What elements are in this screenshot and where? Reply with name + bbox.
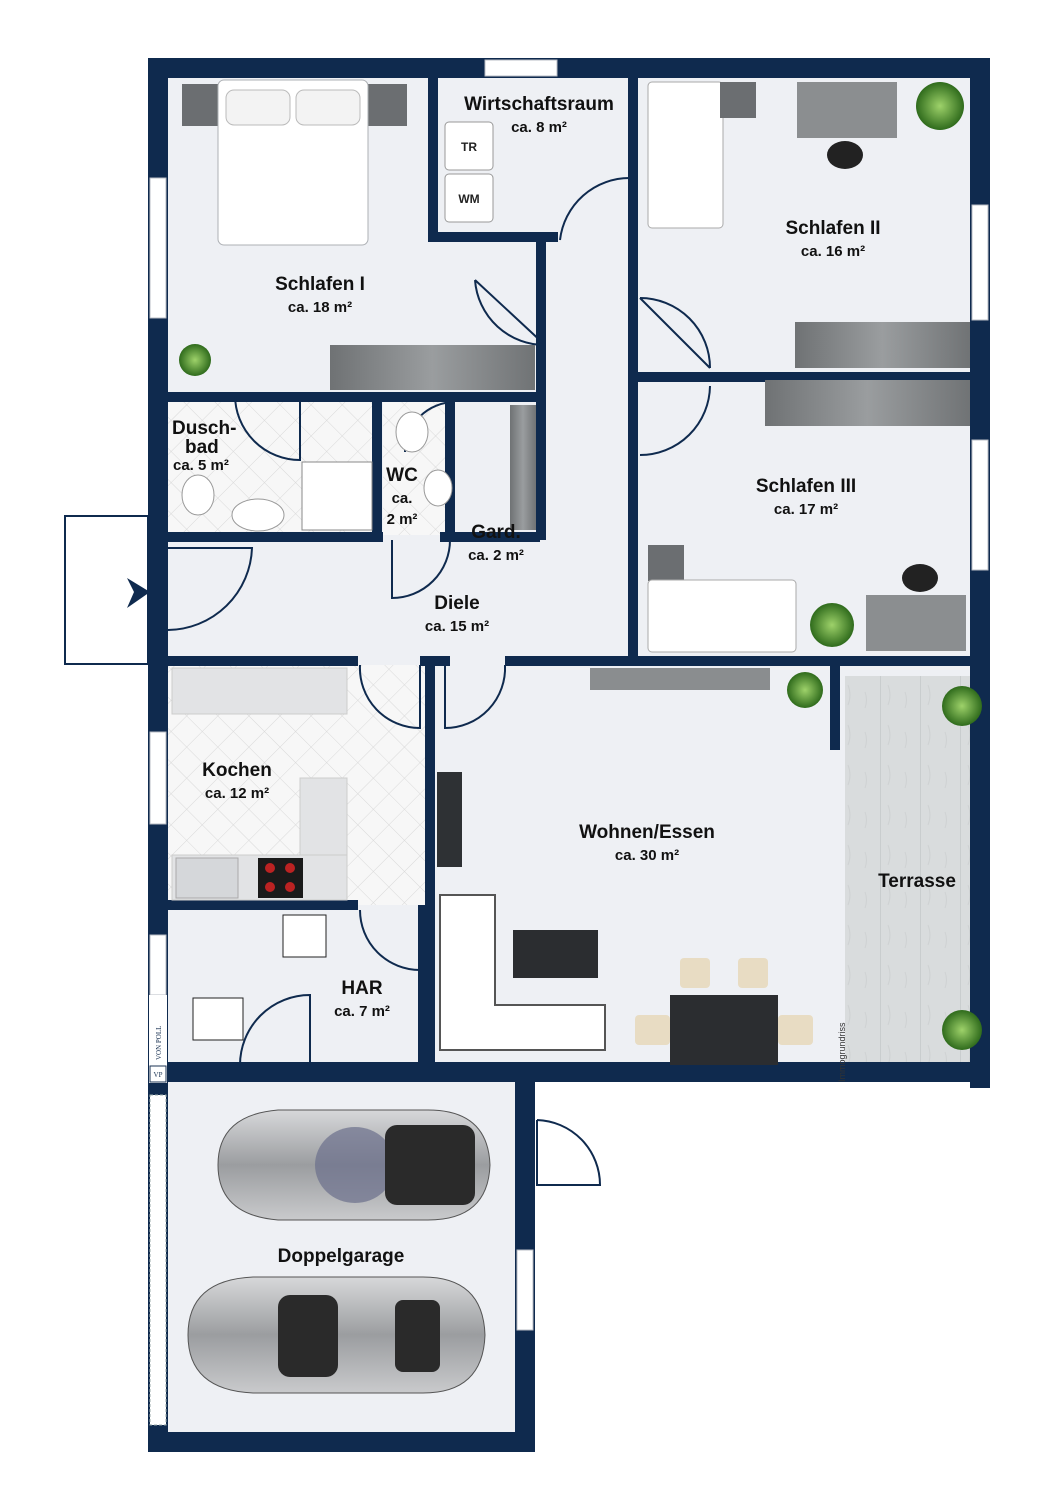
floors (150, 60, 990, 1450)
room-terrasse-name: Terrasse (878, 871, 956, 892)
room-wohnen-area: ca. 30 m² (615, 847, 679, 864)
room-wirtschaft-area: ca. 8 m² (511, 119, 567, 136)
room-duschbad-name1: Dusch- (172, 418, 236, 439)
room-kochen-area: ca. 12 m² (205, 785, 269, 802)
room-garage-name: Doppelgarage (278, 1246, 405, 1267)
watermark: Immogrundriss (837, 1022, 847, 1082)
room-kochen-name: Kochen (202, 760, 272, 781)
cars (187, 1109, 491, 1394)
room-schlafen3-area: ca. 17 m² (774, 501, 838, 518)
room-wc-name: WC (386, 465, 418, 486)
von-poll-logo: VP VON POLL (149, 995, 167, 1083)
room-schlafen2-name: Schlafen II (785, 218, 880, 239)
room-schlafen3-name: Schlafen III (756, 476, 856, 497)
room-gard-area: ca. 2 m² (468, 547, 524, 564)
room-schlafen1-area: ca. 18 m² (288, 299, 352, 316)
room-wc-area2: 2 m² (387, 511, 418, 528)
room-wc-area1: ca. (392, 490, 413, 507)
entrance-marker (64, 515, 150, 665)
room-wirtschaft-name: Wirtschaftsraum (464, 94, 614, 115)
room-wohnen-name: Wohnen/Essen (579, 822, 715, 843)
room-labels: Schlafen I ca. 18 m² Wirtschaftsraum ca.… (172, 94, 956, 1267)
room-diele-name: Diele (434, 593, 479, 614)
logo-text: VON POLL (155, 1026, 163, 1060)
plants (179, 82, 982, 1050)
room-gard-name: Gard. (471, 522, 521, 543)
garage-door (149, 1094, 167, 1426)
room-har-area: ca. 7 m² (334, 1003, 390, 1020)
furniture (171, 79, 970, 1065)
washer-label: WM (458, 192, 479, 206)
room-diele-area: ca. 15 m² (425, 618, 489, 635)
room-duschbad-area: ca. 5 m² (173, 457, 229, 474)
dryer-label: TR (461, 140, 477, 154)
logo-mark: VP (154, 1071, 163, 1079)
room-duschbad-name2: bad (185, 437, 219, 458)
room-schlafen1-name: Schlafen I (275, 274, 365, 295)
room-har-name: HAR (341, 978, 382, 999)
room-schlafen2-area: ca. 16 m² (801, 243, 865, 260)
terrace-marker (965, 1062, 983, 1080)
windows (149, 59, 989, 1331)
